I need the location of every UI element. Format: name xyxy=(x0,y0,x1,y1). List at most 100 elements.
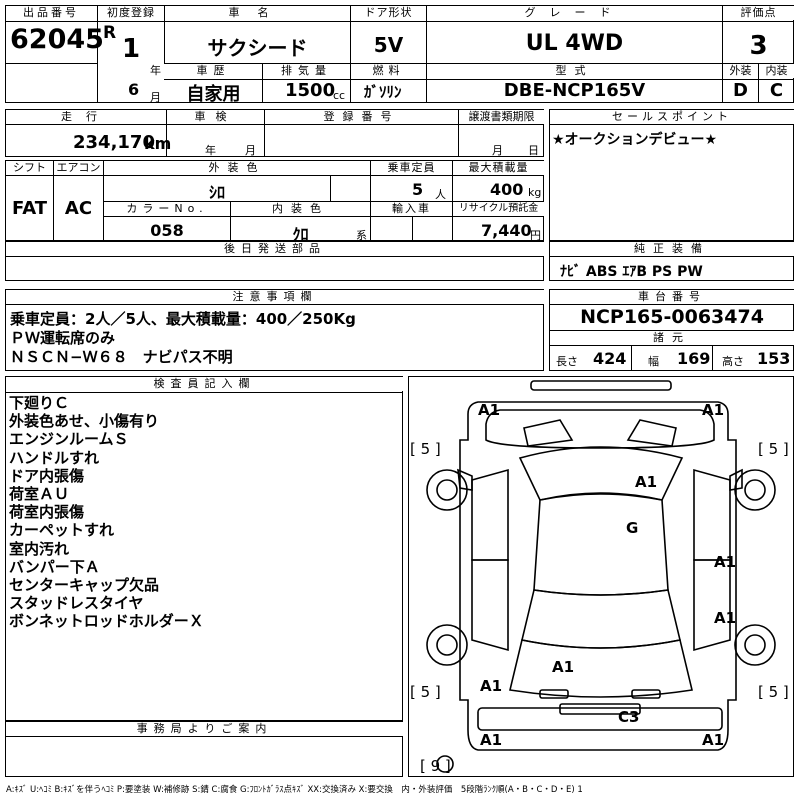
displacement-label: 排気量 xyxy=(263,64,350,78)
length-label: 長さ xyxy=(556,355,578,368)
sales-point-panel xyxy=(549,109,794,241)
transfer-month-unit: 月 xyxy=(492,144,503,157)
first-reg-month: 6 xyxy=(128,80,140,99)
door: 5V xyxy=(373,33,404,57)
mileage-label: 走行 xyxy=(6,110,166,124)
recycle-label: リサイクル預託金 xyxy=(453,202,544,216)
grade-label: グレード xyxy=(427,6,722,20)
int-color: ｸﾛ xyxy=(292,225,309,244)
color-no: 058 xyxy=(150,221,184,240)
length: 424 xyxy=(593,349,627,368)
list-item: エンジンルームＳ xyxy=(9,430,129,449)
notice-line: 乗車定員：2人／5人、最大積載量：400／250Kg xyxy=(10,310,356,328)
damage-mark: A1 xyxy=(714,609,736,627)
notice-lines: 乗車定員：2人／5人、最大積載量：400／250Kg ＰＷ運転席のみ ＮＳＣＮ−… xyxy=(10,310,356,367)
damage-mark: A1 xyxy=(714,553,736,571)
damage-mark: A1 xyxy=(702,731,724,749)
later-parts-label: 後日発送部品 xyxy=(6,242,544,256)
damage-mark: A1 xyxy=(480,731,502,749)
notice-line: ＮＳＣＮ−Ｗ６８ ナビパス不明 xyxy=(10,348,233,366)
sales-point: ★オークションデビュー★ xyxy=(552,132,718,148)
list-item: カーペットすれ xyxy=(9,521,115,540)
inspector-panel xyxy=(5,376,403,721)
shift-label: シフト xyxy=(6,161,53,175)
load-unit: kg xyxy=(528,186,542,199)
tire-mark: [ 5 ] xyxy=(410,440,441,458)
load-label: 最大積載量 xyxy=(453,161,544,175)
damage-mark: A1 xyxy=(480,677,502,695)
year-unit: 年 xyxy=(150,64,161,77)
capacity: 5 xyxy=(412,180,424,199)
reg-no-label: 登録番号 xyxy=(265,110,458,124)
equipment-label: 純正装備 xyxy=(550,242,794,256)
tire-mark: [ 5 ] xyxy=(758,440,789,458)
list-item: 下廻りＣ xyxy=(9,394,70,412)
list-item: ドア内張傷 xyxy=(9,466,85,485)
shift: FAT xyxy=(11,198,48,219)
notice-label: 注意事項欄 xyxy=(6,290,544,304)
width: 169 xyxy=(677,349,711,368)
transfer-day-unit: 日 xyxy=(528,144,539,157)
score-label: 評価点 xyxy=(723,6,794,20)
transfer-label: 譲渡書類期限 xyxy=(459,110,544,124)
car-name: サクシード xyxy=(207,36,308,60)
model: DBE-NCP165V xyxy=(503,80,646,101)
inspection-month-unit: 月 xyxy=(245,144,256,157)
spec-label: 諸元 xyxy=(550,331,794,345)
ac: AC xyxy=(64,198,93,219)
inspector-label: 検査員記入欄 xyxy=(6,377,403,391)
lot-no-label: 出品番号 xyxy=(6,6,96,20)
list-item: 室内汚れ xyxy=(9,539,70,558)
inspector-list: 下廻りＣ 外装色あせ、小傷有り エンジンルームＳ ハンドルすれ ドア内張傷 荷室… xyxy=(9,394,204,631)
office-label: 事務局よりご案内 xyxy=(6,722,403,736)
list-item: 荷室ＡＵ xyxy=(9,485,70,504)
list-item: 外装色あせ、小傷有り xyxy=(9,412,160,431)
list-item: スタッドレスタイヤ xyxy=(9,594,144,613)
exterior-grade: D xyxy=(733,80,748,101)
interior-label: 内装 xyxy=(759,64,794,78)
notice-line: ＰＷ運転席のみ xyxy=(10,329,116,347)
month-unit: 月 xyxy=(150,91,161,104)
list-item: ハンドルすれ xyxy=(9,448,100,467)
inspection-label: 車検 xyxy=(167,110,264,124)
chassis-number: NCP165-0063474 xyxy=(580,306,764,328)
height: 153 xyxy=(757,349,791,368)
list-item: ボンネットロッドホルダーＸ xyxy=(9,612,204,631)
displacement-unit: cc xyxy=(333,89,346,102)
width-label: 幅 xyxy=(648,355,659,368)
damage-mark: G xyxy=(626,519,638,537)
chassis-label: 車台番号 xyxy=(550,290,794,304)
interior-grade: C xyxy=(769,80,784,101)
displacement: 1500 xyxy=(285,80,336,101)
color-no-label: カラーNo. xyxy=(104,202,230,216)
score: 3 xyxy=(749,31,768,61)
model-label: 型式 xyxy=(427,64,722,78)
exterior-label: 外装 xyxy=(723,64,758,78)
equipment: ﾅﾋﾞ ABS ｴｱB PS PW xyxy=(560,264,703,280)
inspection-year-unit: 年 xyxy=(205,144,216,157)
damage-mark: C3 xyxy=(618,708,639,726)
car-name-label: 車名 xyxy=(165,6,350,20)
mileage-unit: km xyxy=(144,134,172,153)
damage-mark: A1 xyxy=(702,401,724,419)
ext-color-label: 外装色 xyxy=(104,161,370,175)
sales-point-label: セールスポイント xyxy=(550,110,794,124)
fuel: ｶﾞｿﾘﾝ xyxy=(364,83,402,101)
history: 自家用 xyxy=(186,84,241,105)
capacity-label: 乗車定員 xyxy=(371,161,452,175)
first-reg-label: 初度登録 xyxy=(98,6,164,20)
mileage: 234,170 xyxy=(73,132,155,153)
int-color-unit: 系 xyxy=(356,229,367,242)
import-label: 輸入車 xyxy=(371,202,452,216)
list-item: バンパー下Ａ xyxy=(9,557,100,576)
tire-mark: [ 5 ] xyxy=(410,683,441,701)
load: 400 xyxy=(490,180,524,199)
car-diagram: A1 A1 A1 G A1 A1 A1 C3 A1 A1 A1 [ 5 ] [ … xyxy=(410,380,789,775)
first-reg-year: 1 xyxy=(122,34,141,64)
ac-label: エアコン xyxy=(54,161,103,175)
capacity-unit: 人 xyxy=(435,188,446,201)
damage-mark: A1 xyxy=(552,658,574,676)
recycle: 7,440 xyxy=(481,221,532,240)
damage-mark: A1 xyxy=(478,401,500,419)
era: R xyxy=(103,23,117,43)
